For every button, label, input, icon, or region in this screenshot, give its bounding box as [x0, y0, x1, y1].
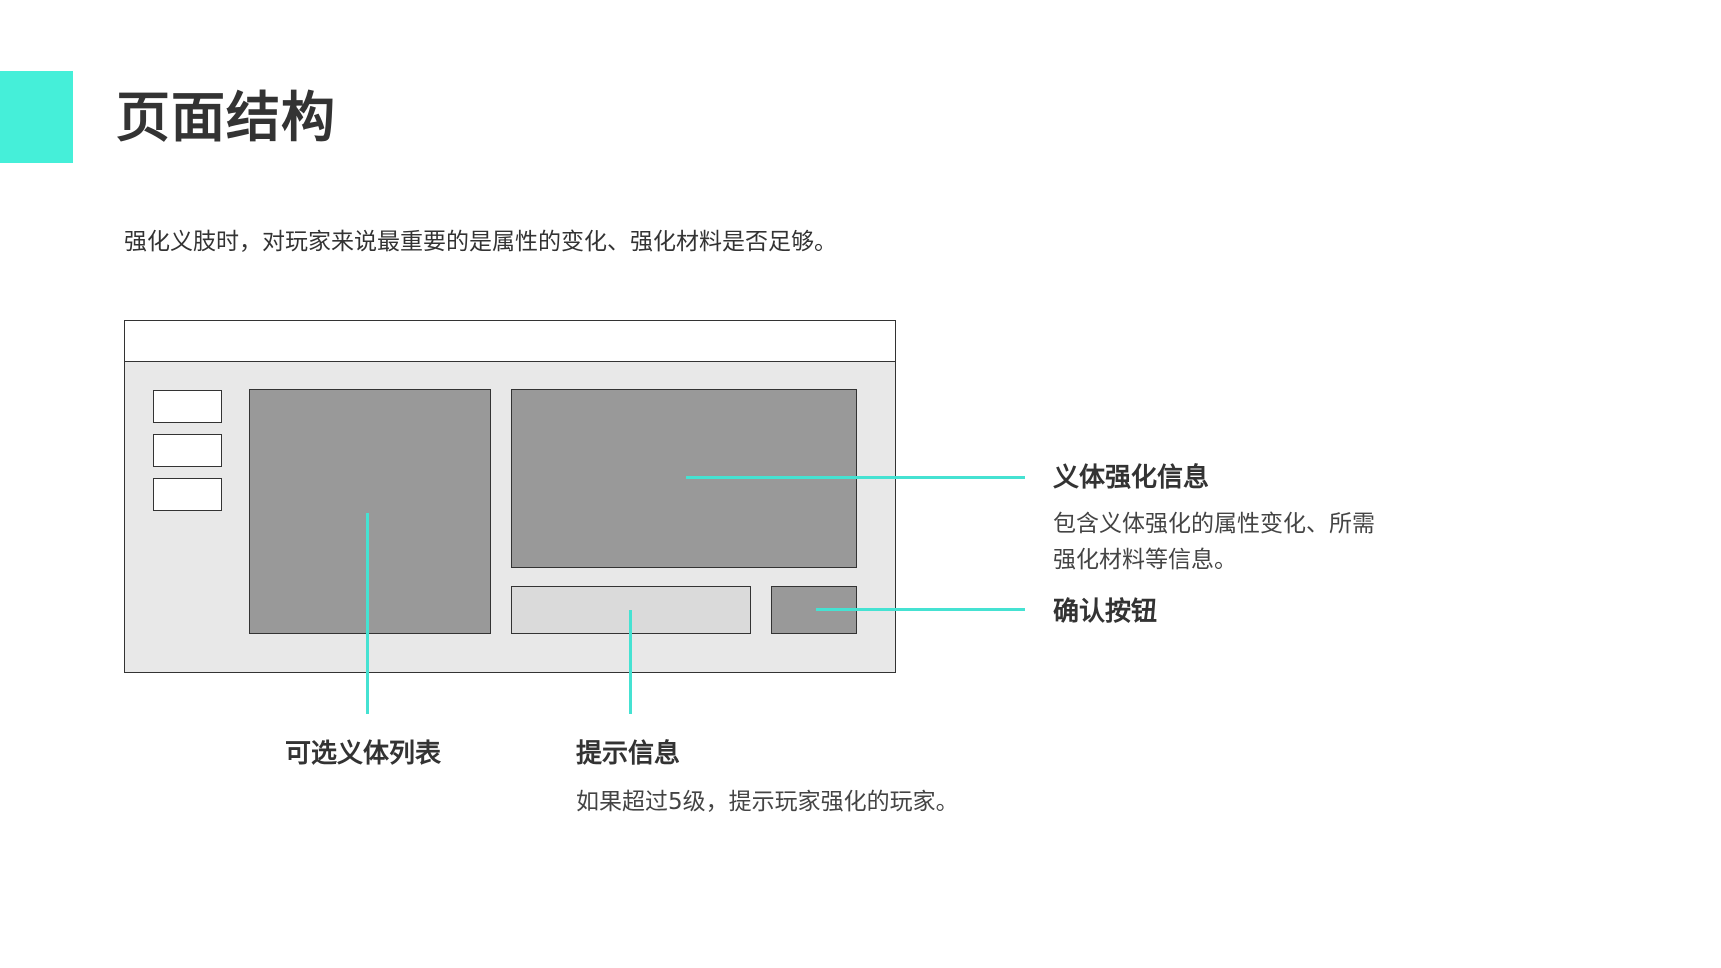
callout-info-title: 义体强化信息: [1053, 463, 1210, 493]
leader-line-tip: [629, 610, 632, 714]
leader-line-confirm: [816, 608, 1025, 611]
callout-confirm-title: 确认按钮: [1053, 597, 1158, 627]
page-title: 页面结构: [116, 86, 336, 149]
leader-line-list: [366, 513, 369, 714]
callout-tip-desc: 如果超过5级，提示玩家强化的玩家。: [576, 789, 959, 815]
wireframe-header-bar: [125, 321, 895, 362]
wireframe-window: [124, 320, 896, 673]
wireframe-tab-1: [153, 390, 222, 423]
accent-block: [0, 71, 73, 163]
callout-info-desc-line2: 强化材料等信息。: [1053, 547, 1237, 573]
wireframe-tab-3: [153, 478, 222, 511]
leader-line-info: [686, 476, 1025, 479]
callout-list-title: 可选义体列表: [285, 739, 442, 769]
callout-tip-title: 提示信息: [576, 739, 681, 769]
callout-info-desc-line1: 包含义体强化的属性变化、所需: [1053, 511, 1375, 537]
wireframe-tab-2: [153, 434, 222, 467]
wireframe-implant-list: [249, 389, 491, 634]
intro-text: 强化义肢时，对玩家来说最重要的是属性的变化、强化材料是否足够。: [124, 229, 837, 255]
